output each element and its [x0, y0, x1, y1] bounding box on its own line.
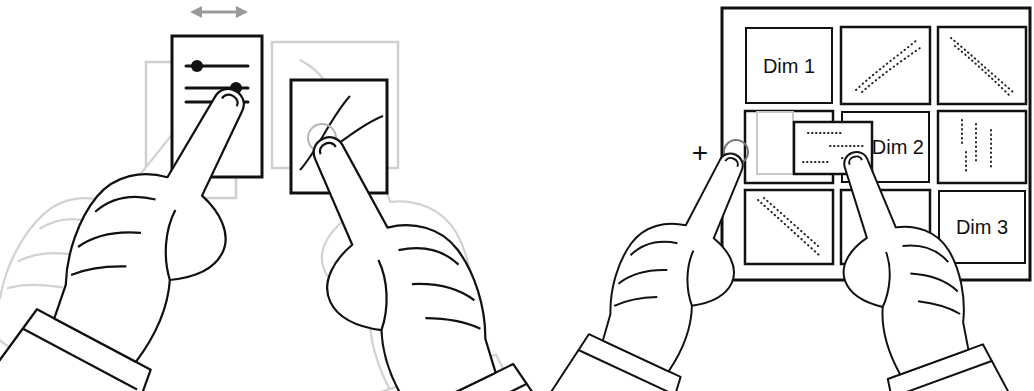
scatter-dots: [955, 46, 1010, 96]
dimension-label: Dim 1: [763, 55, 815, 77]
matrix-cell: [841, 27, 930, 104]
matrix-cell: [745, 190, 833, 264]
pointing-hand: [0, 45, 307, 391]
dimension-label: Dim 3: [956, 216, 1008, 238]
pointing-hand: [249, 96, 612, 391]
matrix-label-cell: Dim 1: [745, 27, 833, 104]
gesture-symbol: +: [686, 138, 714, 168]
scatter-dots: [961, 120, 963, 146]
pointing-hand: [513, 122, 794, 391]
scatter-dots: [808, 132, 842, 134]
ghost-card: [757, 112, 793, 174]
scatter-dots: [856, 40, 917, 90]
slider-knob: [191, 60, 203, 72]
scatter-dots: [758, 200, 820, 256]
scatter-dots: [803, 161, 830, 163]
scatter-dots: [951, 38, 1013, 92]
scatter-dots: [975, 124, 977, 162]
scatter-dots: [862, 48, 920, 92]
scatter-dots: [990, 130, 992, 168]
matrix-cell: [938, 111, 1026, 183]
scatter-dots: [764, 198, 818, 246]
scatter-dots: [830, 145, 864, 147]
move-arrow: [196, 11, 242, 14]
scatter-dots: [965, 152, 967, 172]
dimension-label: Dim 2: [872, 136, 924, 158]
matrix-cell: [938, 27, 1026, 104]
